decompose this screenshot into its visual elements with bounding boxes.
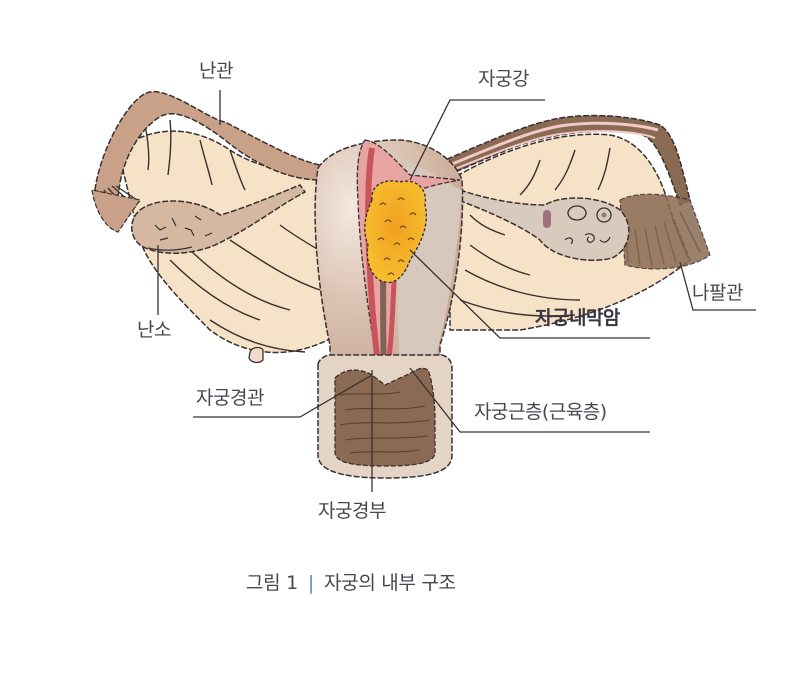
label-endometrial-cancer: 자궁내막암 — [535, 307, 620, 329]
label-cervical-canal: 자궁경관 — [196, 387, 264, 409]
cervix — [317, 354, 453, 479]
caption-title: 자궁의 내부 구조 — [324, 572, 456, 594]
right-fallopian-tube — [409, 114, 711, 270]
label-fimbriae: 나팔관 — [692, 282, 743, 304]
left-ovary — [131, 184, 307, 254]
ligament-stub — [248, 346, 264, 364]
label-ovary: 난소 — [137, 319, 171, 341]
left-broad-ligament — [117, 119, 346, 354]
figure-caption: 그림 1 | 자궁의 내부 구조 — [246, 568, 456, 595]
label-fallopian-tube: 난관 — [199, 60, 233, 82]
left-fallopian-tube — [91, 91, 321, 233]
right-ovary — [457, 189, 630, 262]
endometrial-tumor — [364, 180, 427, 284]
caption-figure-number: 그림 1 — [246, 572, 298, 594]
label-myometrium: 자궁근층(근육층) — [474, 401, 607, 423]
label-uterine-cavity: 자궁강 — [478, 68, 529, 90]
caption-separator: | — [307, 572, 314, 594]
label-cervix: 자궁경부 — [318, 500, 386, 522]
leader-lines — [157, 90, 756, 492]
